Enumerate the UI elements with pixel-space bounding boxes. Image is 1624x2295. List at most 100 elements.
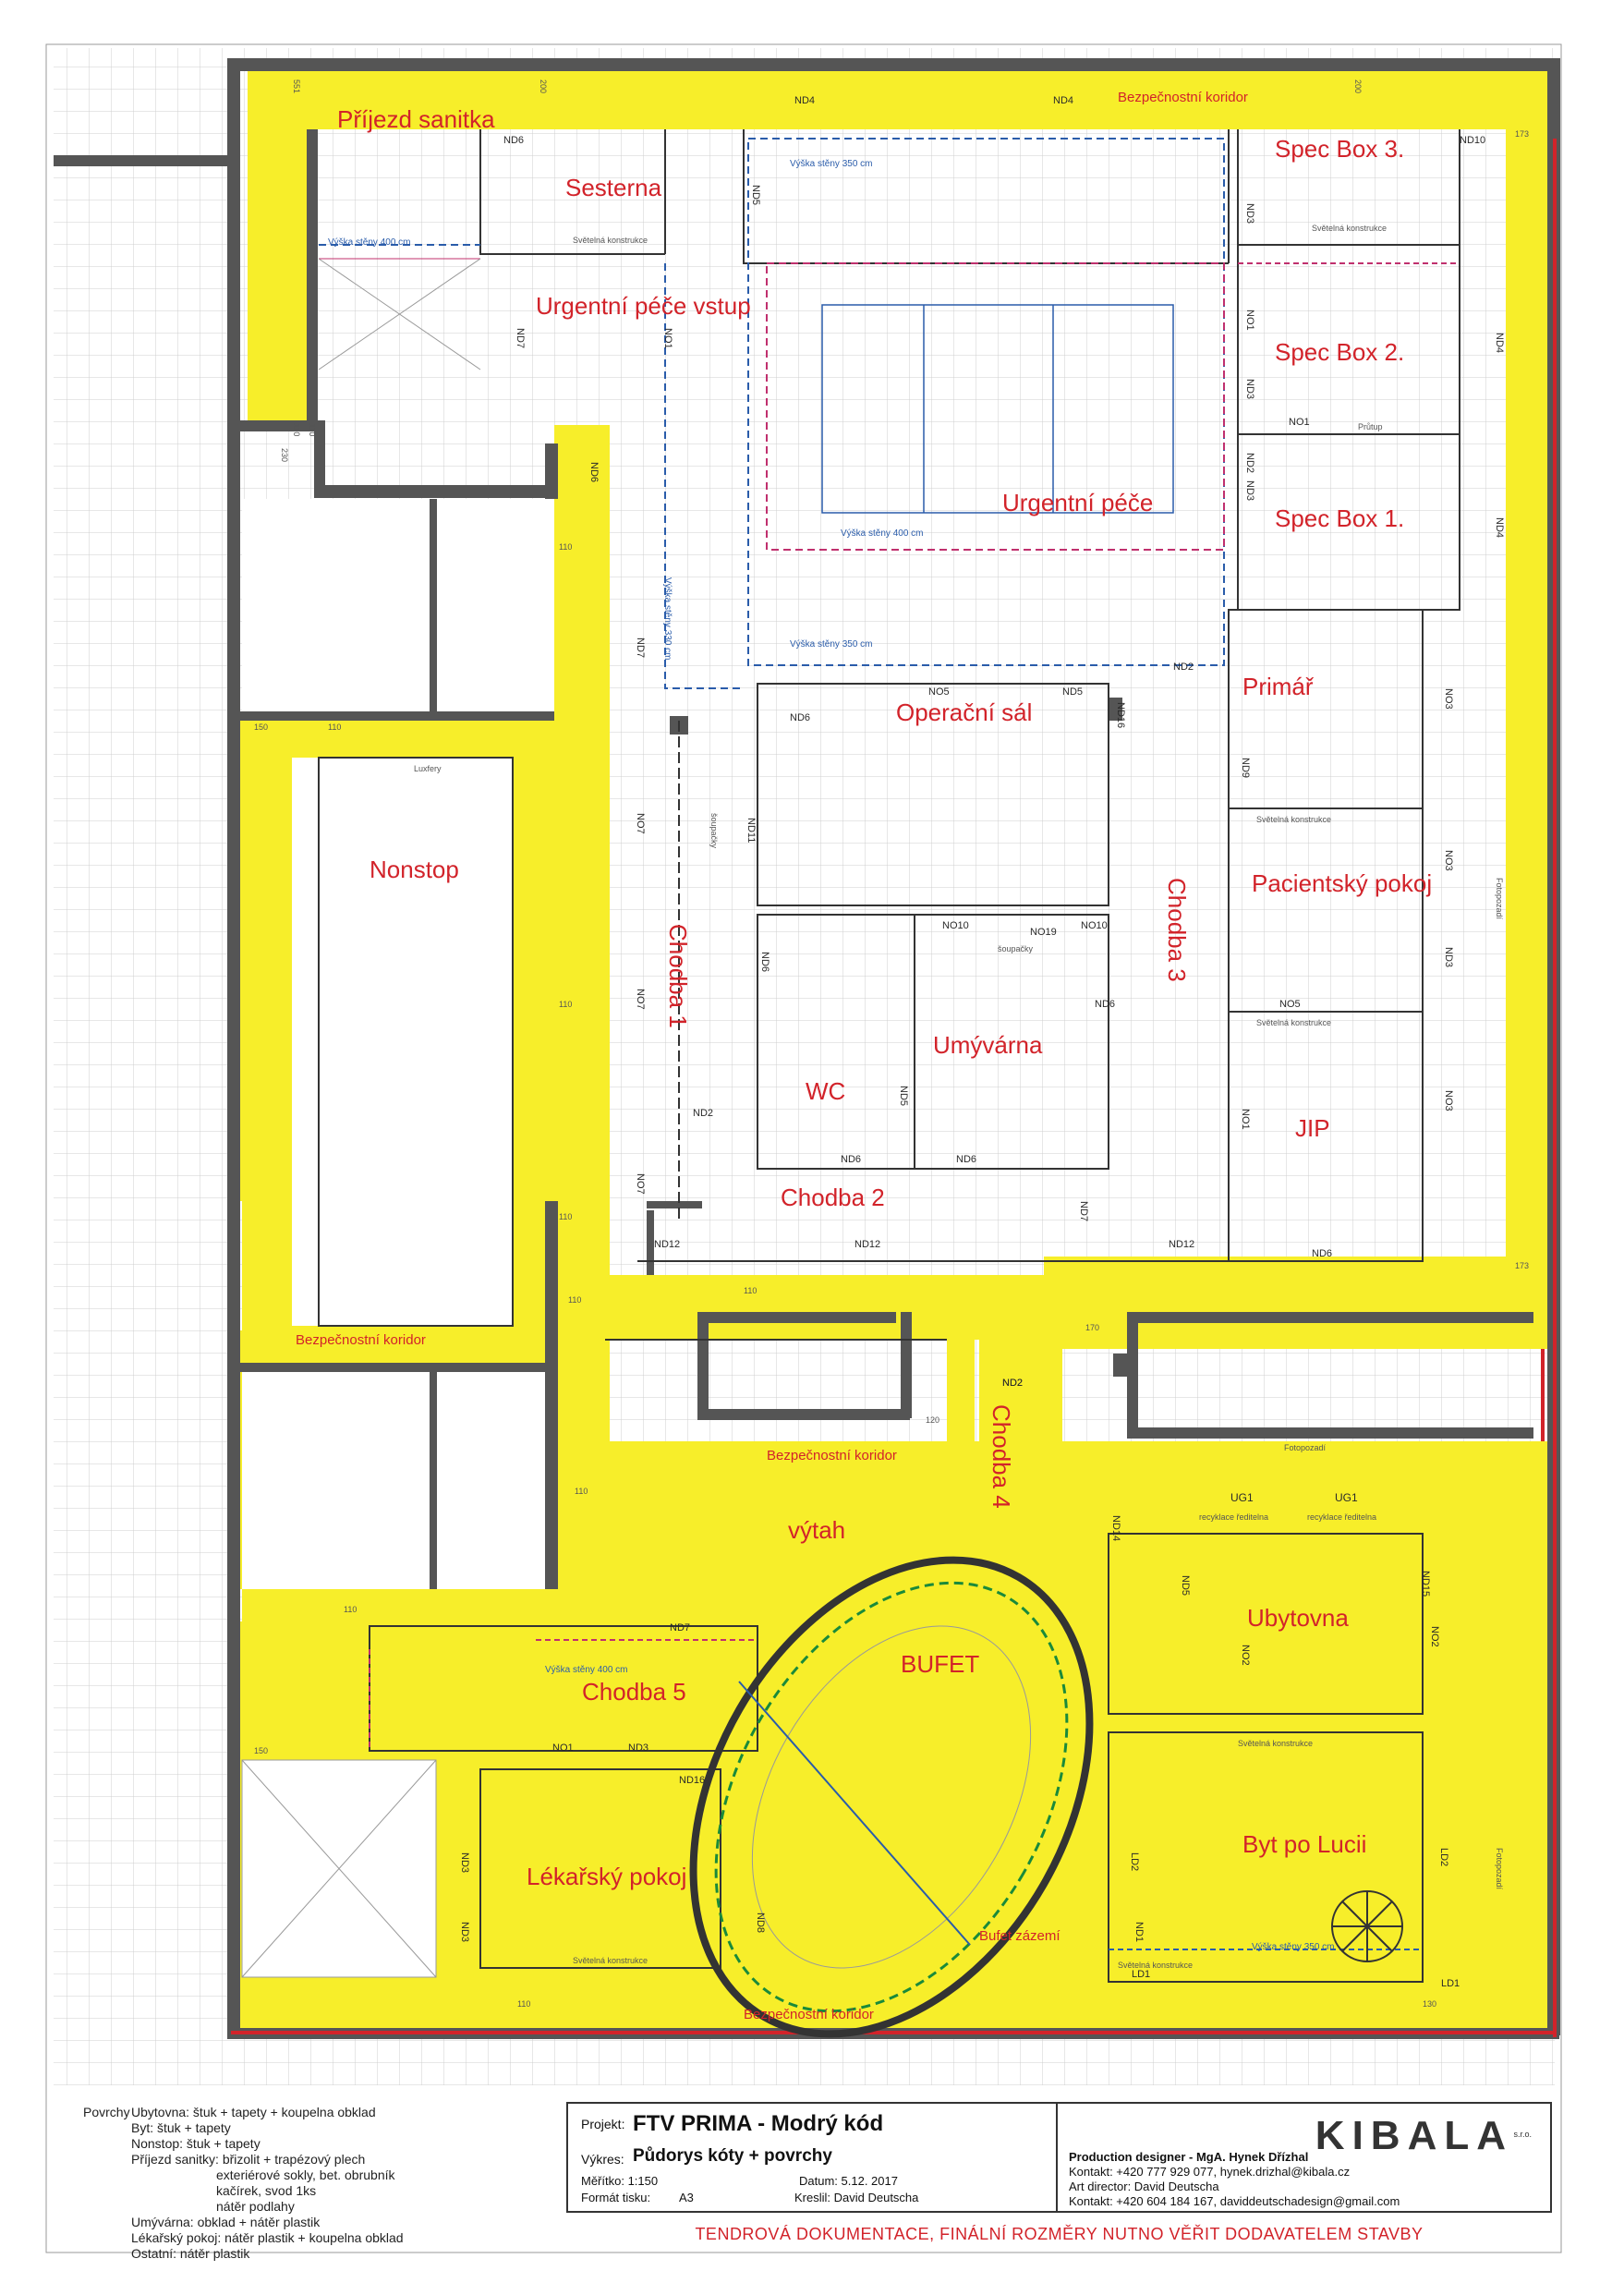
label-chodba-4: Chodba 4 [988,1404,1015,1509]
dimension-label: 230 [280,448,289,462]
note-vyska-330: Výška stěny 330 cm [662,577,673,660]
label-chodba-2: Chodba 2 [781,1184,885,1211]
dimension-label: 130 [1423,1999,1436,2009]
door-tag: ND6 [790,712,810,723]
title-block: Projekt: FTV PRIMA - Modrý kód Výkres: P… [566,2102,1552,2213]
note-fotopozadi-1: Fotopozadí [1495,878,1504,920]
note-recyklace-1: recyklace ředitelna [1199,1512,1268,1522]
door-tag: ND4 [794,95,815,106]
door-tag: ND2 [1173,662,1194,673]
label-bufet-zazemi: Bufet zázemí [979,1928,1060,1944]
door-tag: ND12 [654,1239,680,1250]
door-tag: NO1 [1289,417,1310,428]
door-tag: ND16 [679,1775,705,1786]
door-tag: NO2 [1240,1645,1251,1666]
dimension-label: 110 [568,1295,581,1305]
door-tag: ND3 [1244,379,1255,399]
door-tag: NO19 [1030,927,1057,938]
legend-line: Ubytovna: štuk + tapety + koupelna obkla… [131,2105,376,2119]
door-tag: ND11 [745,818,757,843]
dimension-label: 200 [1353,79,1363,93]
legend-line: Příjezd sanitky: břizolit + trapézový pl… [131,2152,366,2167]
door-tag: ND14 [1110,1515,1121,1541]
door-tag: NO7 [635,989,646,1010]
door-tag: ND7 [1078,1201,1089,1221]
door-tag: NO7 [635,1173,646,1195]
note-svetelna-4: Světelná konstrukce [1256,1018,1331,1027]
door-tag: ND12 [1169,1239,1194,1250]
nonstop-room-bg [292,758,514,1326]
corridor-chodba4-right [979,1317,1062,1469]
dimension-label: 110 [344,1605,357,1614]
note-fotopozadi-2: Fotopozadí [1284,1443,1327,1452]
dimension-label: 110 [575,1487,588,1496]
door-tag: NO1 [1240,1109,1251,1130]
label-bezp-mid: Bezpečnostní koridor [767,1448,897,1463]
right-lower-corridor [1492,1474,1547,2028]
label-jip: JIP [1295,1114,1330,1142]
door-tag: NO7 [635,813,646,834]
door-tag: NO1 [1244,310,1255,331]
door-tag: LD2 [1438,1848,1449,1866]
legend-line: Nonstop: štuk + tapety [131,2136,261,2151]
glass-panels [821,304,1174,514]
bufet-ellipse [689,1556,1094,2038]
title-block-right: KIBALA s.r.o. Production designer - MgA.… [1058,2104,1550,2211]
legend-line: kačírek, svod 1ks [216,2183,317,2198]
label-chodba-1: Chodba 1 [664,924,692,1028]
dimension-label: 120 [926,1415,939,1425]
projekt-name: FTV PRIMA - Modrý kód [633,2111,884,2136]
door-tag: ND9 [1240,758,1251,778]
note-svetelna-7: Světelná konstrukce [1118,1961,1193,1970]
note-svetelna-2: Světelná konstrukce [1312,224,1387,233]
kreslil: Kreslil: David Deutscha [794,2191,919,2204]
dimension-label: 173 [1515,1261,1529,1270]
label-spec-box-3: Spec Box 3. [1275,135,1404,163]
note-svetelna-6: Světelná konstrukce [573,1956,648,1965]
pd-contact: Kontakt: +420 777 929 077, hynek.drizhal… [1069,2165,1351,2179]
door-tag: ND7 [635,638,646,658]
interior-walls [240,129,1533,1589]
ambulance-bay [318,258,481,370]
note-soupacky-1: šoupačky [709,813,719,849]
ad-contact: Kontakt: +420 604 184 167, daviddeutscha… [1069,2194,1400,2208]
door-tag: ND3 [459,1922,470,1942]
door-tag: NO10 [1081,920,1108,931]
note-prutup: Průtup [1358,422,1383,431]
note-vyska-350-b: Výška stěny 350 cm [790,639,872,650]
label-bezp-left: Bezpečnostní koridor [296,1332,426,1348]
note-vyska-350-c: Výška stěny 350 cm [1252,1942,1334,1952]
label-urgentni-pece: Urgentní péče [1002,489,1153,516]
page-frame [45,43,1562,2253]
door-tag: ND5 [1180,1575,1191,1596]
corridor-labels: Bezpečnostní koridor Bezpečnostní korido… [296,90,1248,2022]
note-fotopozadi-3: Fotopozadí [1495,1848,1504,1890]
note-vyska-350-a: Výška stěny 350 cm [790,159,872,169]
note-vyska-400-c: Výška stěny 400 cm [545,1665,627,1675]
format-label: Formát tisku: [581,2191,651,2204]
label-spec-box-2: Spec Box 2. [1275,338,1404,366]
door-tag: ND5 [1062,686,1083,698]
label-urgentni-pece-vstup: Urgentní péče vstup [536,292,751,320]
note-soupacky-2: šoupačky [998,944,1034,953]
vykres-label: Výkres: [581,2152,624,2167]
label-ubytovna: Ubytovna [1247,1604,1349,1632]
dimension-label: 173 [1515,129,1529,139]
door-tag: ND1 [1133,1922,1145,1942]
label-chodba-5: Chodba 5 [582,1678,686,1706]
note-svetelna-3: Světelná konstrukce [1256,815,1331,824]
door-tag: ND2 [1002,1378,1023,1389]
lower-left-hatched [241,1759,437,1978]
left-corridor-upper [248,129,307,425]
door-tag: NO10 [942,920,969,931]
note-svetelna-5: Světelná konstrukce [1238,1739,1313,1748]
label-byt-po-lucii: Byt po Lucii [1242,1830,1366,1858]
note-svetelna-1: Světelná konstrukce [573,236,648,245]
door-tag: ND2 [693,1108,713,1119]
door-tag: NO5 [1279,999,1301,1010]
staircase [1331,1890,1403,1962]
horizontal-corridor-mid [554,1275,1547,1317]
door-tag: NO3 [1443,850,1454,871]
